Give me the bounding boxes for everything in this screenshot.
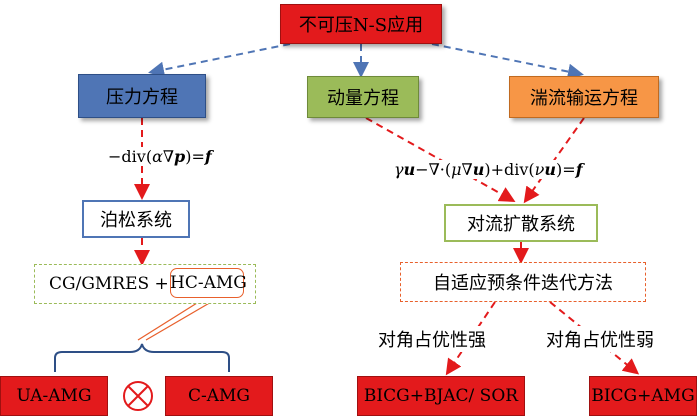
- pressure-equation-label: −div(α∇p)=f: [106, 147, 214, 166]
- hc-amg-highlight: [170, 268, 244, 298]
- amg-brace: [54, 343, 230, 372]
- hc-callout-line-right: [145, 297, 219, 341]
- turbulence-equation-node: 湍流输运方程: [509, 76, 659, 118]
- ua-amg-node: UA-AMG: [0, 376, 108, 416]
- strong-dominance-label: 对角占优性强: [378, 326, 486, 352]
- hc-amg-label: HC-AMG: [170, 273, 247, 293]
- weak-dominance-label: 对角占优性弱: [546, 326, 654, 352]
- root-to-turbulence-arrow: [431, 43, 584, 80]
- adaptive-to-weak-arrow: [549, 301, 640, 375]
- root-node: 不可压N-S应用: [280, 4, 442, 44]
- c-amg-node: C-AMG: [165, 376, 273, 416]
- poisson-system-node: 泊松系统: [82, 200, 190, 238]
- momentum-to-convdiff-arrow: [365, 117, 516, 202]
- cg-gmres-node: CG/GMRES +: [34, 264, 256, 304]
- bicg-bjac-sor-node: BICG+BJAC/ SOR: [357, 376, 525, 416]
- momentum-equation-node: 动量方程: [307, 76, 419, 118]
- momentum-equation-label: γu−∇·(μ∇u)+div(νu)=f: [392, 160, 585, 179]
- turbulence-to-convdiff-arrow: [523, 117, 585, 204]
- convection-diffusion-system-node: 对流扩散系统: [444, 204, 598, 242]
- pressure-equation-node: 压力方程: [78, 74, 206, 118]
- root-to-pressure-arrow: [148, 43, 291, 78]
- circled-times-icon: [123, 381, 153, 411]
- hc-callout-line-left: [137, 297, 206, 341]
- bicg-amg-node: BICG+AMG: [589, 376, 697, 416]
- adaptive-precond-node: 自适应预条件迭代方法: [400, 262, 646, 302]
